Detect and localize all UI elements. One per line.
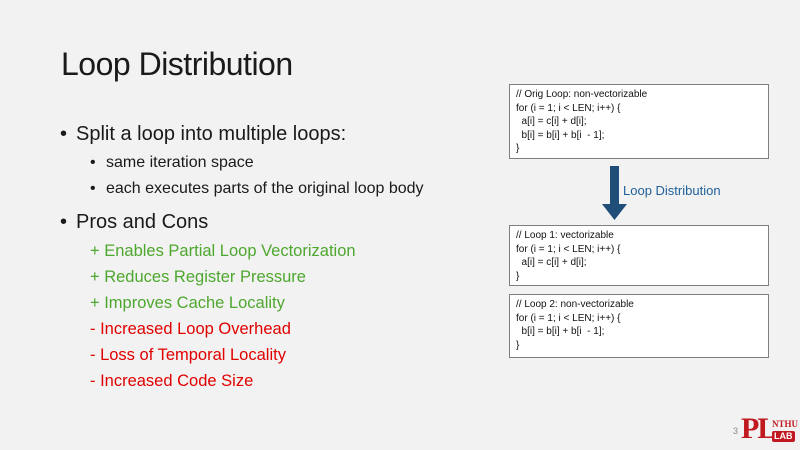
arrow-label: Loop Distribution [623, 183, 721, 198]
bullet-pros-cons: Pros and Cons [60, 208, 500, 236]
bullet-split-loop: Split a loop into multiple loops: [60, 120, 500, 148]
sub-bullet-iteration-space: same iteration space [60, 150, 500, 176]
pro-item: + Enables Partial Loop Vectorization [90, 242, 356, 260]
con-item: - Loss of Temporal Locality [90, 346, 286, 364]
con-item: - Increased Code Size [90, 372, 254, 390]
logo-nthu-text: NTHU [772, 419, 799, 429]
code-box-original-loop: // Orig Loop: non-vectorizable for (i = … [509, 84, 769, 159]
code-box-loop-2: // Loop 2: non-vectorizable for (i = 1; … [509, 294, 769, 358]
down-arrow-icon [602, 166, 627, 220]
page-number: 3 [733, 426, 739, 436]
code-box-loop-1: // Loop 1: vectorizable for (i = 1; i < … [509, 225, 769, 286]
bullet-list: Split a loop into multiple loops: same i… [60, 120, 500, 394]
con-item: - Increased Loop Overhead [90, 320, 291, 338]
pro-item: + Reduces Register Pressure [90, 268, 306, 286]
logo-lab-text: LAB [772, 431, 795, 442]
pro-item: + Improves Cache Locality [90, 294, 285, 312]
sub-bullet-loop-body: each executes parts of the original loop… [60, 176, 500, 202]
slide-title: Loop Distribution [61, 46, 293, 82]
logo-pl-text: PL [741, 412, 777, 445]
pl-lab-logo: PL NTHU LAB [741, 414, 799, 448]
